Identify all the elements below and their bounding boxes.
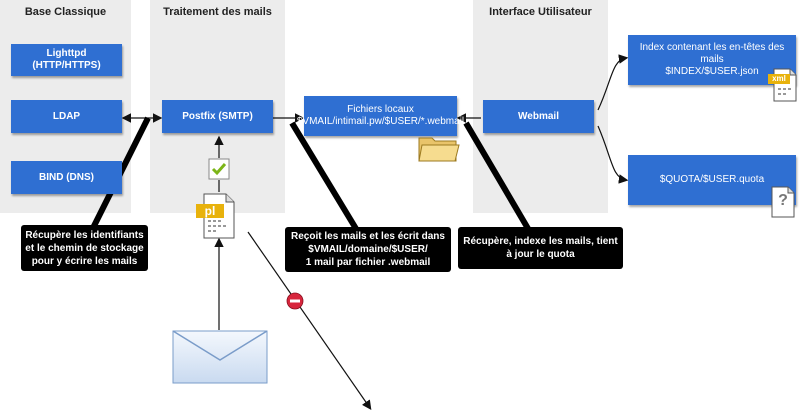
xml-file-icon: xml (766, 68, 800, 102)
ldap-label: LDAP (52, 110, 81, 122)
webmail-callout: Récupère, indexe les mails, tient à jour… (458, 227, 623, 269)
webmail-label: Webmail (518, 110, 559, 122)
xml-badge-label: xml (772, 74, 786, 83)
files-callout: Reçoit les mails et les écrit dans $VMAI… (285, 227, 451, 272)
files-callout-line1: Reçoit les mails et les écrit dans (291, 231, 445, 242)
no-entry-icon (286, 292, 304, 310)
webmail-node: Webmail (483, 100, 594, 133)
bind-node: BIND (DNS) (11, 161, 122, 194)
webmail-callout-line2: à jour le quota (506, 249, 575, 260)
unknown-file-icon: ? (768, 186, 798, 218)
ldap-node: LDAP (11, 100, 122, 133)
index-path: $INDEX/$USER.json (665, 66, 759, 77)
check-icon (208, 158, 230, 180)
column-title-ui: Interface Utilisateur (489, 6, 592, 18)
bind-label: BIND (DNS) (39, 171, 94, 183)
unknown-mark: ? (778, 192, 788, 209)
envelope-icon (172, 330, 268, 384)
webmail-callout-pointer (463, 121, 533, 234)
local-files-title: Fichiers locaux (347, 104, 414, 115)
folder-icon (418, 137, 460, 162)
quota-node: $QUOTA/$USER.quota (628, 155, 796, 205)
script-badge-label: pl (204, 204, 216, 218)
webmail-callout-line1: Récupère, indexe les mails, tient (463, 236, 618, 247)
files-callout-line2: $VMAIL/domaine/$USER/ (308, 244, 428, 255)
lighttpd-node: Lighttpd (HTTP/HTTPS) (11, 44, 122, 76)
webmail-index-link (597, 54, 629, 111)
column-title-base: Base Classique (24, 6, 107, 18)
files-callout-line3: 1 mail par fichier .webmail (305, 257, 431, 268)
column-title-mail: Traitement des mails (163, 6, 272, 18)
local-files-path: $VMAIL/intimail.pw/$USER/*.webmail (296, 116, 465, 127)
ldap-callout-line3: pour y écrire les mails (31, 255, 138, 267)
index-title: Index contenant les en-têtes des mails (639, 42, 785, 65)
lighttpd-label: Lighttpd (HTTP/HTTPS) (32, 48, 101, 71)
quota-label: $QUOTA/$USER.quota (659, 174, 765, 185)
ldap-callout-line2: et le chemin de stockage (25, 242, 144, 254)
perl-script-icon: pl (194, 192, 244, 240)
ldap-callout: Récupère les identifiants et le chemin d… (21, 225, 148, 271)
postfix-label: Postfix (SMTP) (182, 110, 253, 122)
files-callout-pointer (289, 121, 361, 234)
ldap-callout-line1: Récupère les identifiants (25, 229, 144, 241)
postfix-node: Postfix (SMTP) (162, 100, 273, 133)
blocked-path (247, 231, 372, 410)
webmail-quota-link (597, 125, 629, 184)
local-files-node: Fichiers locaux $VMAIL/intimail.pw/$USER… (297, 96, 464, 136)
